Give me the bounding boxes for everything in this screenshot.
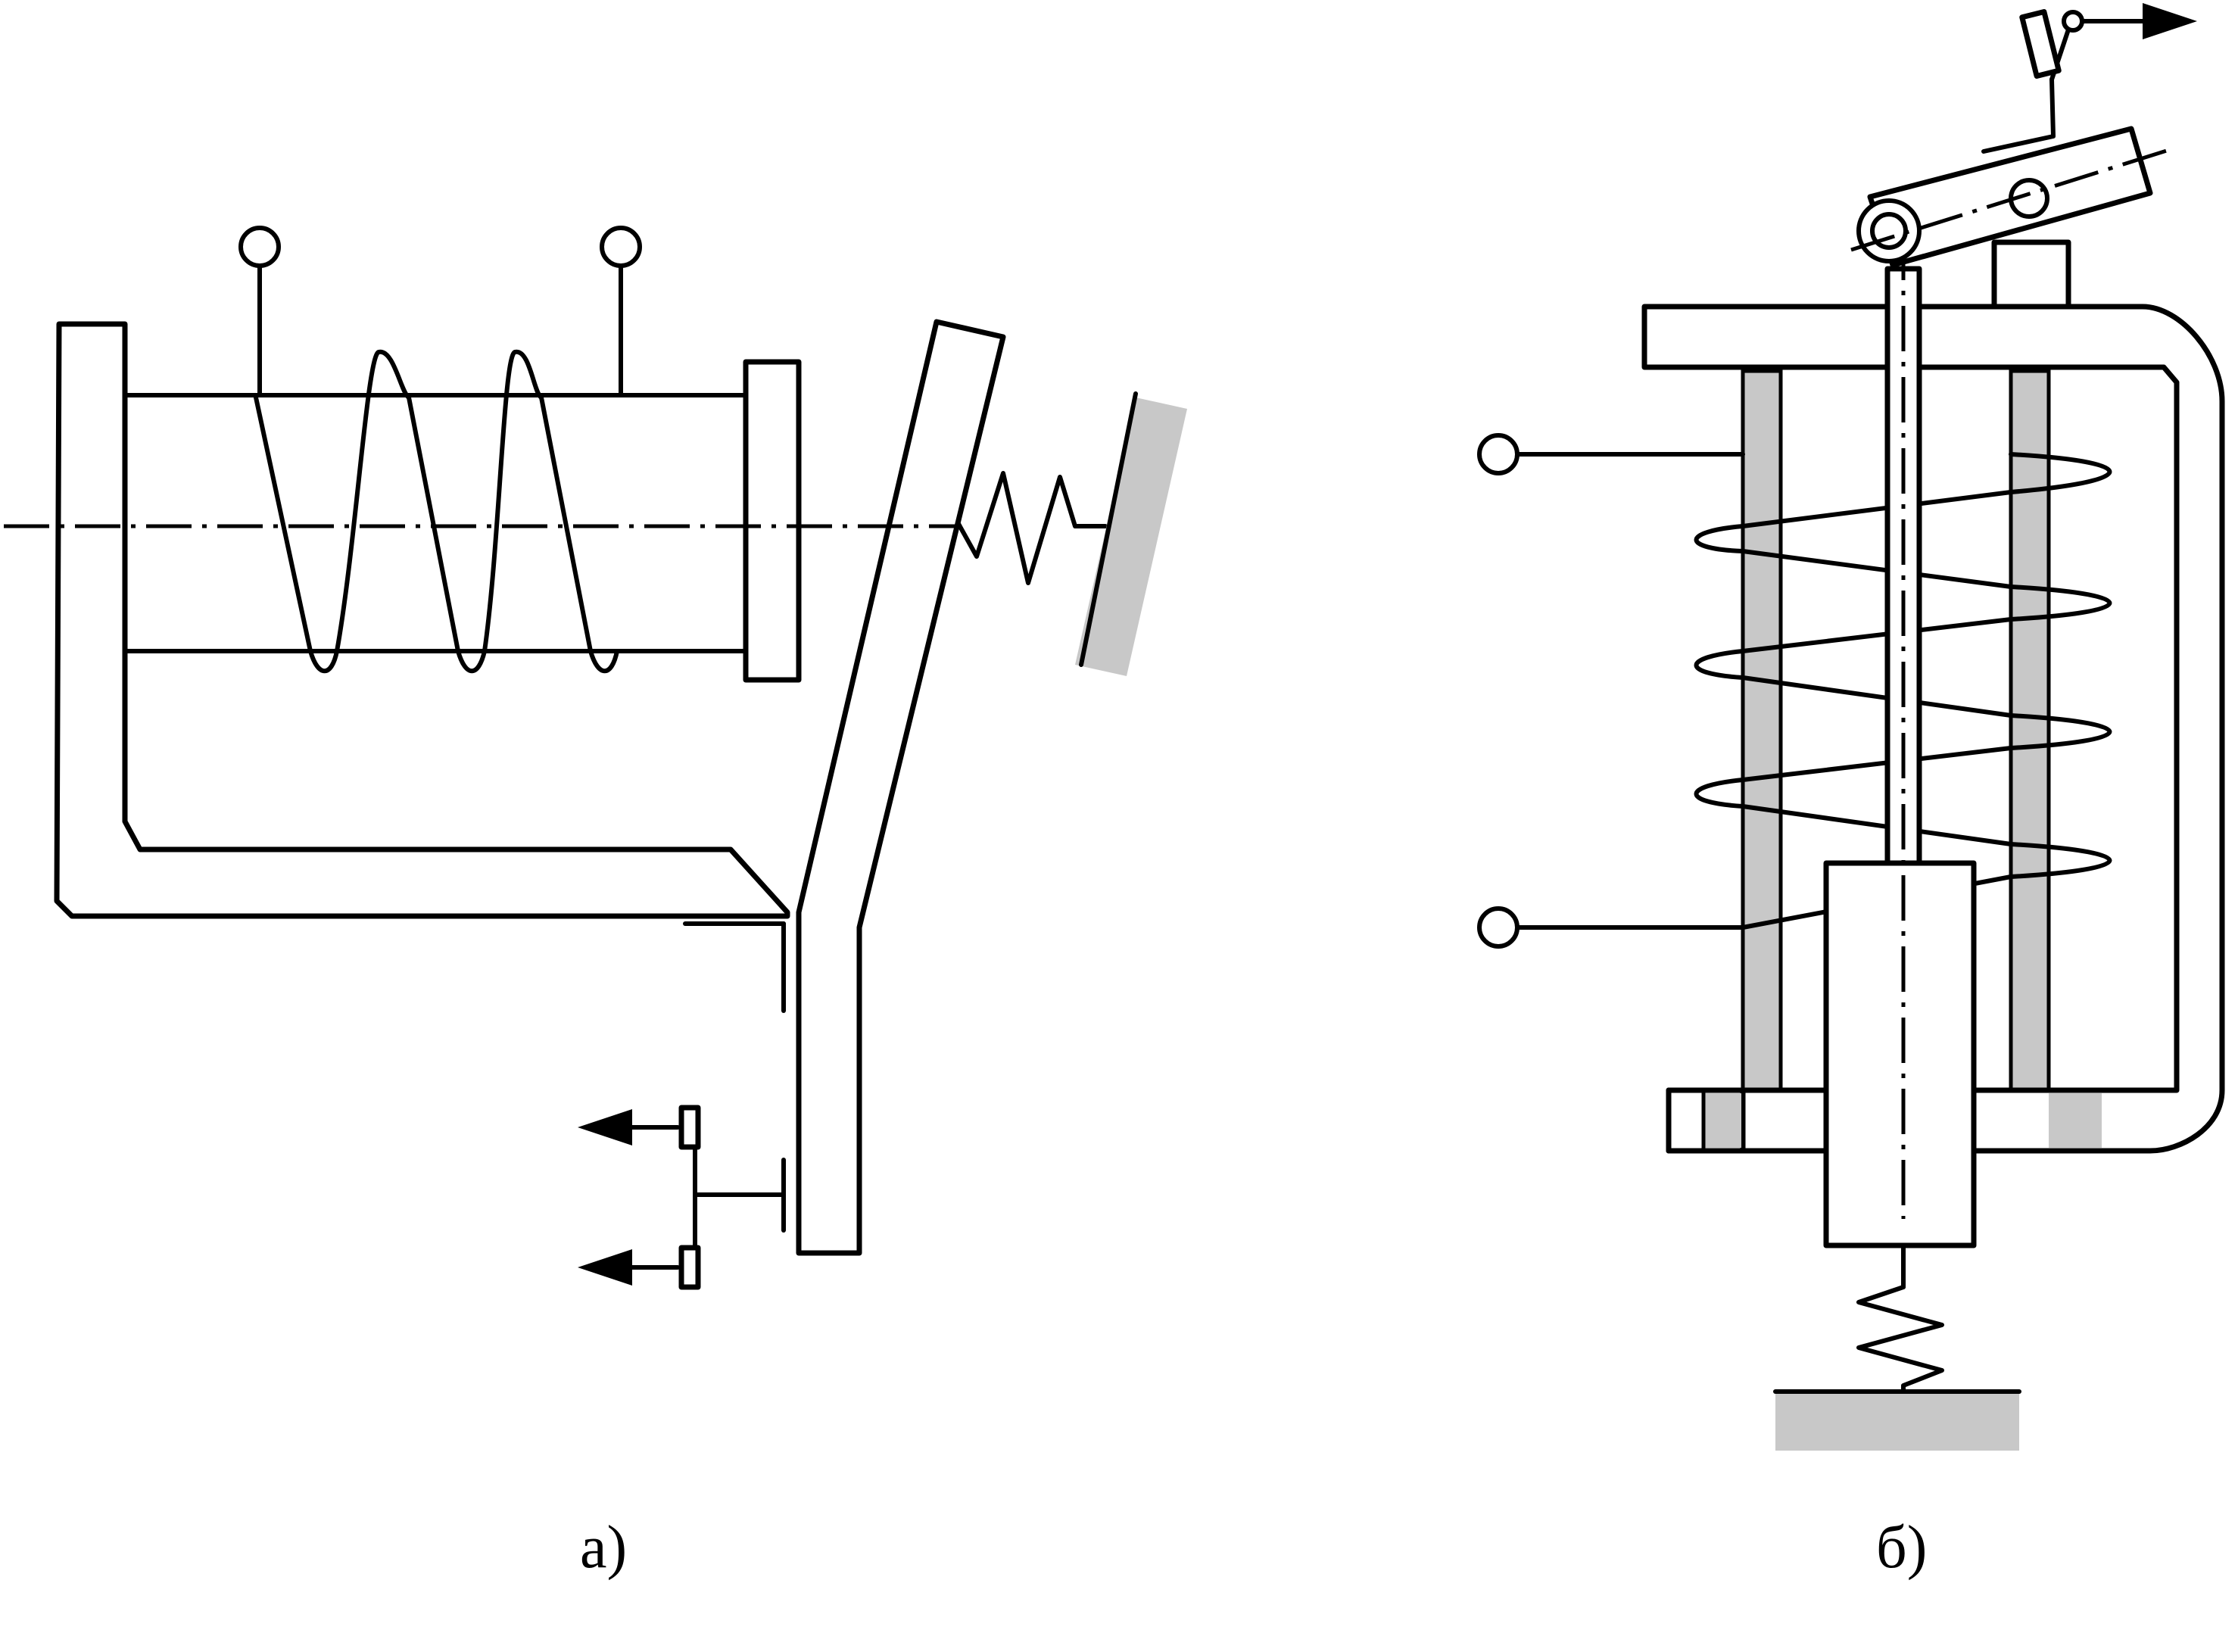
- lever-axis: [1850, 148, 2170, 252]
- latch-link: [1981, 77, 2056, 154]
- former-wall-left-hatch: [1743, 371, 1781, 1151]
- return-spring-b: [1856, 1285, 1944, 1392]
- return-spring-a: [955, 471, 1108, 585]
- bottom-flange-right-hatch: [2049, 1093, 2102, 1148]
- terminal-a1: [238, 226, 281, 268]
- spring-support-a: [1079, 391, 1138, 667]
- latch-contact: [2019, 9, 2062, 79]
- contact-upper: [678, 1105, 701, 1150]
- latch-contact-pin: [2062, 10, 2084, 33]
- diagram-b-plunger-relay: б): [1477, 3, 2225, 1581]
- caption-a: а): [580, 1514, 627, 1581]
- former-wall-right-hatch: [2011, 371, 2049, 1151]
- terminal-b2: [1477, 906, 1520, 949]
- coil-winding-a: [254, 349, 619, 674]
- coil-winding-b: [1694, 452, 2112, 930]
- lever-support: [1991, 239, 2071, 310]
- terminal-b1: [1477, 433, 1520, 475]
- pole-shoe: [743, 359, 802, 683]
- bottom-flange-left-hatch: [1703, 1093, 1741, 1148]
- yoke-frame-a: [54, 321, 790, 919]
- terminal-a2: [600, 226, 642, 268]
- caption-b: б): [1876, 1514, 1927, 1581]
- armature: [796, 319, 1006, 1256]
- yoke-frame-b: [1641, 304, 2225, 1154]
- diagram-a-clapper-relay: а): [4, 226, 1187, 1581]
- plunger: [1823, 860, 1977, 1248]
- contact-lower: [678, 1245, 701, 1290]
- ground-hatch-b: [1775, 1392, 2019, 1451]
- spring-support-hatch-a: [1075, 397, 1187, 676]
